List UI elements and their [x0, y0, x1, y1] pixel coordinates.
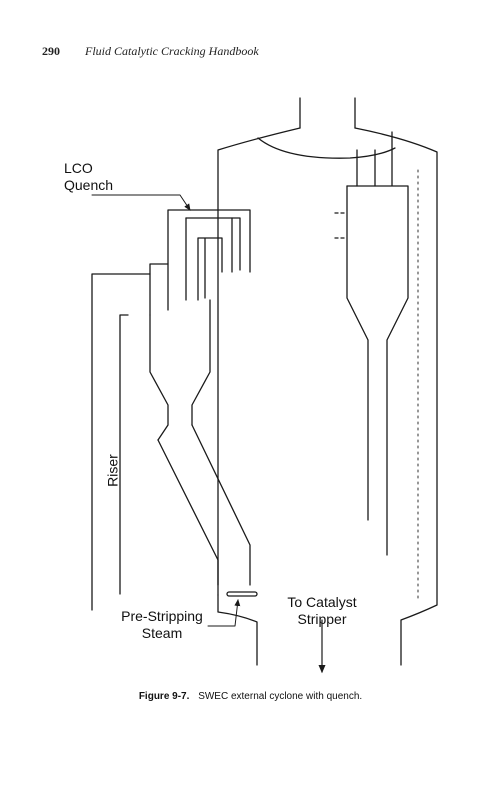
caption-text: SWEC external cyclone with quench.: [198, 691, 363, 702]
page-number: 290: [42, 44, 60, 58]
reactor-vessel: [217, 97, 438, 666]
figure-number: Figure 9-7.: [138, 691, 190, 702]
lco-quench-line1: LCO: [64, 160, 93, 176]
riser-text: Riser: [104, 454, 121, 487]
running-header: 290 Fluid Catalytic Cracking Handbook: [42, 44, 259, 62]
riser-label: Riser: [105, 446, 122, 496]
pre-stripping-line1: Pre-Stripping: [121, 608, 203, 624]
lco-quench-line2: Quench: [64, 177, 114, 193]
to-catalyst-stripper-label: To Catalyst Stripper: [272, 594, 372, 628]
external-cyclone: [91, 209, 258, 611]
to-catalyst-line1: To Catalyst: [287, 594, 357, 610]
lco-quench-label: LCO Quench: [64, 160, 113, 194]
pre-stripping-steam-label: Pre-Stripping Steam: [112, 608, 212, 642]
figure-caption: Figure 9-7. SWEC external cyclone with q…: [0, 691, 501, 702]
to-catalyst-line2: Stripper: [297, 611, 347, 627]
pre-stripping-line2: Steam: [141, 625, 183, 641]
running-title: Fluid Catalytic Cracking Handbook: [85, 44, 259, 58]
